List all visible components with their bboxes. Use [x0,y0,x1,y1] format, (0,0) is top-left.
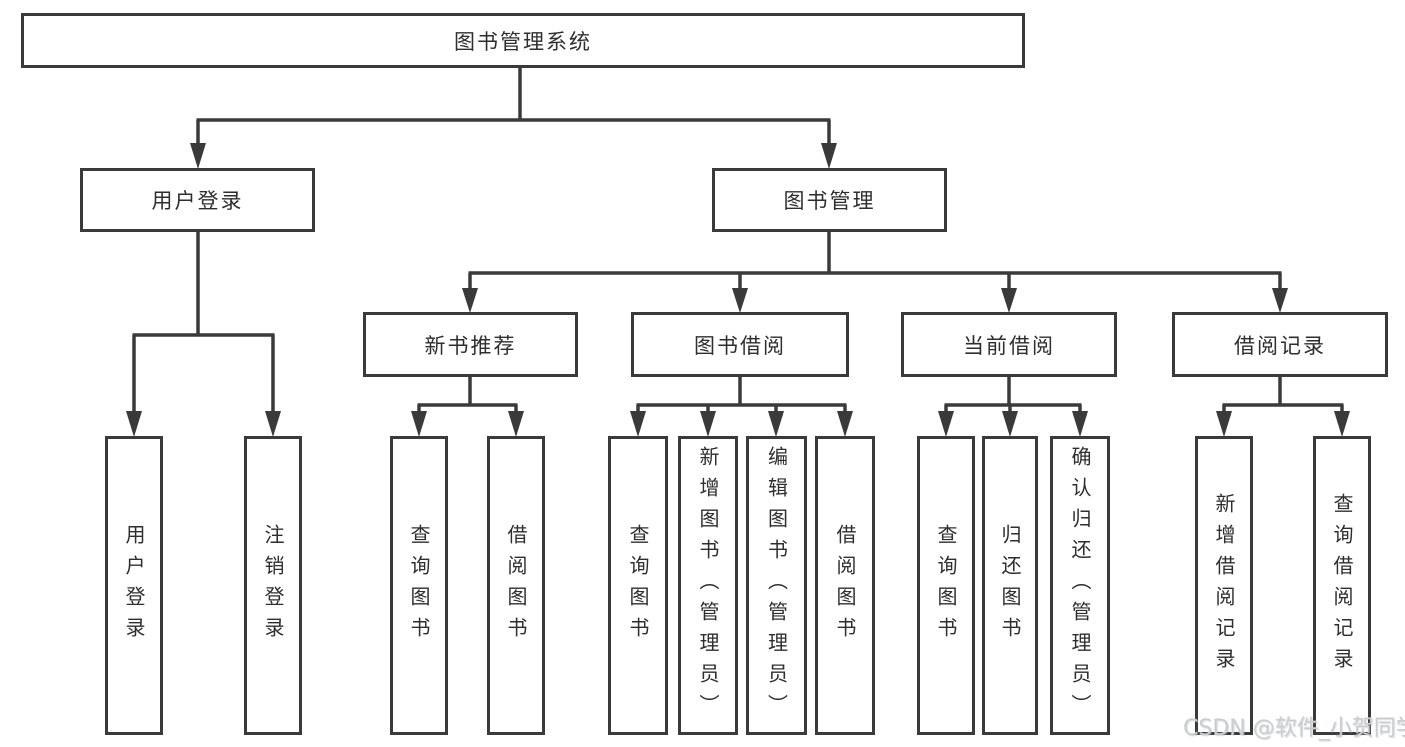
node-book-management: 图书管理 [712,168,947,232]
leaf-edit-books-admin-label: 编辑图书（管理员） [764,446,789,725]
node-borrow-records: 借阅记录 [1172,312,1388,377]
leaf-logout: 注销登录 [244,436,302,735]
leaf-logout-label: 注销登录 [261,523,285,648]
csdn-watermark: CSDN @软件_小贺同学 [1183,716,1405,741]
node-book-borrow-label: 图书借阅 [694,333,786,358]
leaf-add-borrow-record-label: 新增借阅记录 [1212,492,1236,679]
leaf-user-login: 用户登录 [105,436,163,735]
leaf-query-borrow-record: 查询借阅记录 [1313,436,1371,735]
leaf-query-books-recommend: 查询图书 [390,436,448,735]
node-book-management-label: 图书管理 [783,189,876,213]
node-current-borrow: 当前借阅 [901,312,1117,377]
node-new-book-recommend: 新书推荐 [363,312,578,377]
node-root-label: 图书管理系统 [454,29,592,54]
leaf-add-borrow-record: 新增借阅记录 [1195,436,1253,735]
leaf-return-books-label: 归还图书 [998,523,1022,648]
leaf-edit-books-admin: 编辑图书（管理员） [746,436,807,735]
leaf-query-books-current: 查询图书 [917,436,975,735]
leaf-borrow-books: 借阅图书 [815,436,875,735]
leaf-add-books-admin-label: 新增图书（管理员） [696,446,720,725]
leaf-query-books-borrow: 查询图书 [608,436,668,735]
leaf-query-borrow-record-label: 查询借阅记录 [1330,492,1354,679]
node-user-login: 用户登录 [80,168,315,232]
node-borrow-records-label: 借阅记录 [1234,333,1326,358]
node-book-borrow: 图书借阅 [631,312,849,377]
node-user-login-label: 用户登录 [151,189,244,213]
leaf-query-books-borrow-label: 查询图书 [626,523,650,648]
node-root-system: 图书管理系统 [21,13,1025,68]
leaf-confirm-return-admin-label: 确认归还（管理员） [1068,446,1092,725]
leaf-borrow-books-recommend: 借阅图书 [487,436,545,735]
leaf-borrow-books-recommend-label: 借阅图书 [504,523,528,648]
leaf-borrow-books-label: 借阅图书 [833,523,857,648]
leaf-user-login-label: 用户登录 [122,523,146,648]
leaf-add-books-admin: 新增图书（管理员） [678,436,738,735]
leaf-confirm-return-admin: 确认归还（管理员） [1050,436,1110,735]
leaf-query-books-recommend-label: 查询图书 [407,523,431,648]
node-new-book-recommend-label: 新书推荐 [424,333,517,358]
leaf-return-books: 归还图书 [982,436,1038,735]
node-current-borrow-label: 当前借阅 [963,333,1055,358]
leaf-query-books-current-label: 查询图书 [934,523,958,648]
